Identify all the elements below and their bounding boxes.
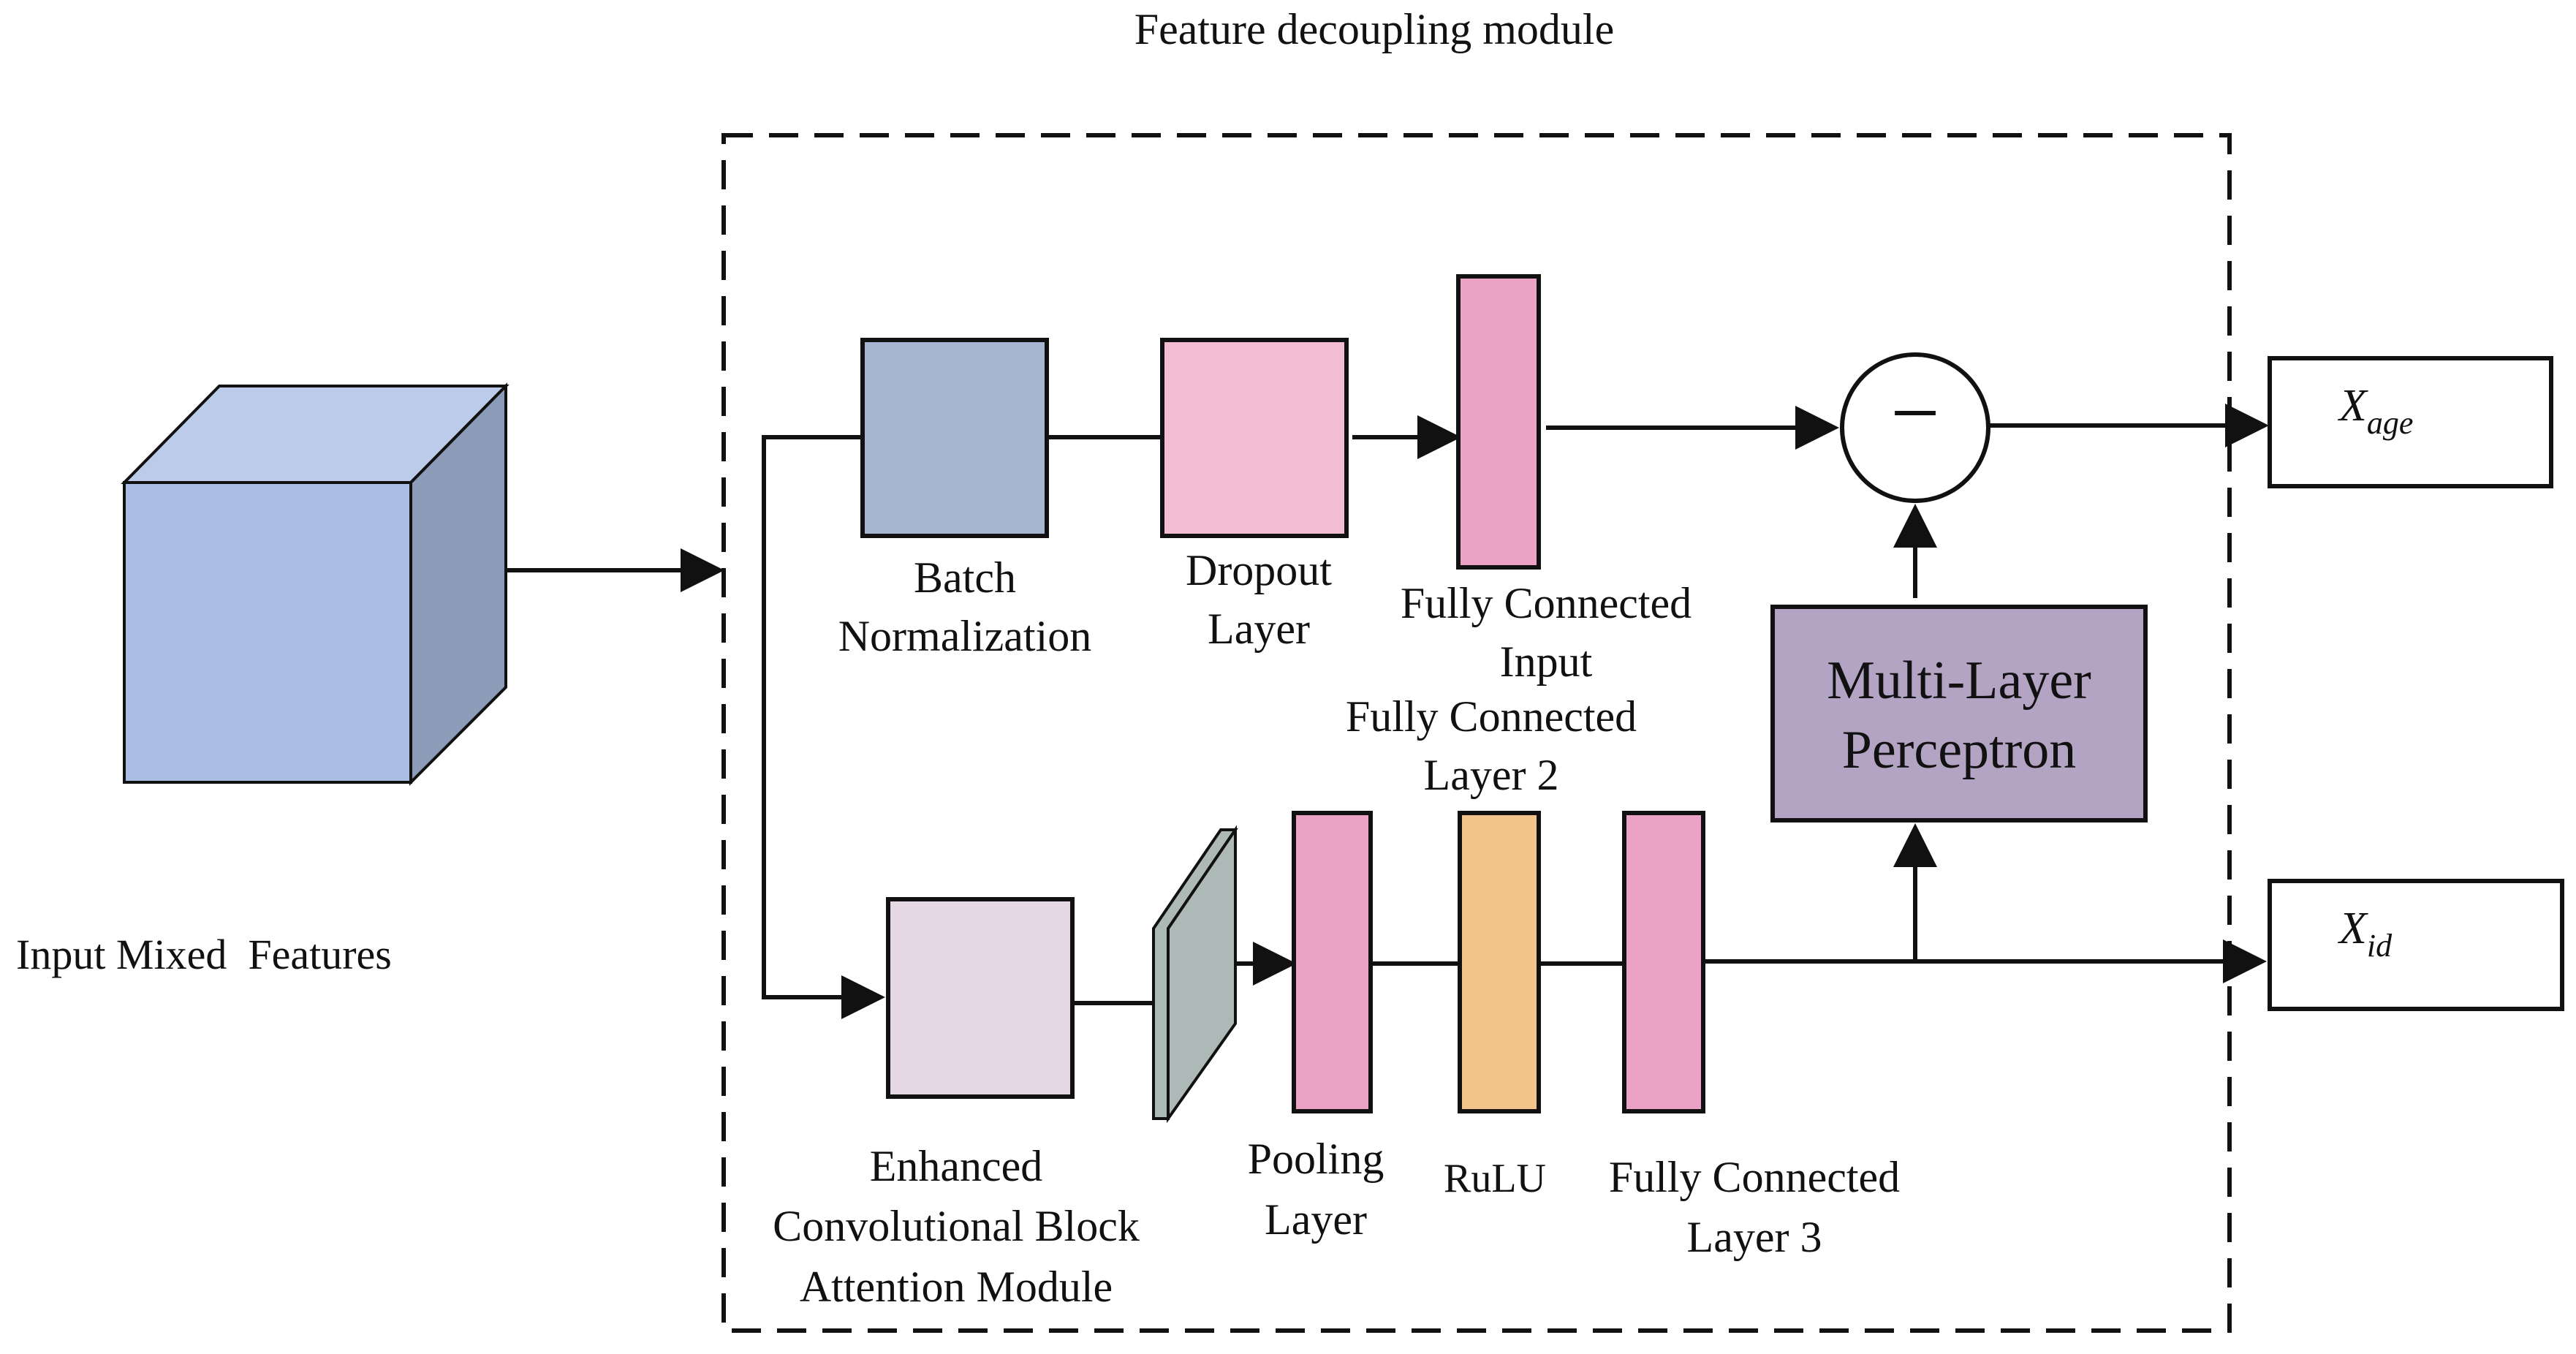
output-xid-label: Xid [2337, 904, 2393, 964]
dropout-label-line1: Dropout [1186, 546, 1332, 594]
module-boundary [721, 133, 2232, 1333]
ecbam-label-line3: Attention Module [800, 1263, 1113, 1311]
mlp-label-line2: Perceptron [1842, 720, 2077, 780]
fc-layer2-label-line2: Layer 2 [1424, 751, 1559, 799]
multi-layer-perceptron-block [1770, 605, 2148, 822]
fc-input-block [1456, 274, 1541, 570]
fc-input-label-line1: Fully Connected [1401, 579, 1692, 627]
dropout-layer-block [1160, 338, 1349, 538]
thin-feature-plate [1152, 825, 1238, 1124]
fc-layer3-block [1622, 811, 1705, 1113]
pooling-layer-block [1292, 811, 1373, 1113]
input-cube [121, 382, 509, 786]
pooling-label-line2: Layer [1265, 1195, 1367, 1244]
cube-front-face [123, 481, 412, 784]
pooling-label-line1: Pooling [1248, 1135, 1384, 1183]
mlp-label-line1: Multi-Layer [1827, 651, 2091, 711]
thin-plate-front [1167, 825, 1237, 1124]
ecbam-label-line2: Convolutional Block [773, 1202, 1140, 1250]
fc-layer3-label-line2: Layer 3 [1687, 1213, 1822, 1261]
split-connector [762, 435, 885, 1019]
batch-norm-label-line2: Normalization [838, 612, 1092, 660]
ecbam-block [886, 897, 1075, 1099]
rulu-block [1458, 811, 1541, 1113]
fc-layer3-label-line1: Fully Connected [1609, 1153, 1900, 1201]
batch-norm-label-line1: Batch [914, 553, 1016, 602]
subtract-symbol: − [1890, 364, 1940, 461]
diagram-title: Feature decoupling module [1134, 5, 1614, 53]
rulu-label: RuLU [1444, 1156, 1546, 1201]
fc-layer2-label-line1: Fully Connected [1346, 692, 1637, 741]
output-xage-label: Xage [2337, 381, 2413, 441]
output-xage-box [2268, 356, 2553, 488]
input-label: Input Mixed Features [16, 931, 392, 978]
batch-normalization-block [860, 338, 1049, 538]
output-xid-box [2268, 879, 2564, 1011]
ecbam-label-line1: Enhanced [870, 1142, 1043, 1190]
fc-input-label-line2: Input [1500, 638, 1593, 686]
dropout-label-line2: Layer [1208, 605, 1310, 653]
